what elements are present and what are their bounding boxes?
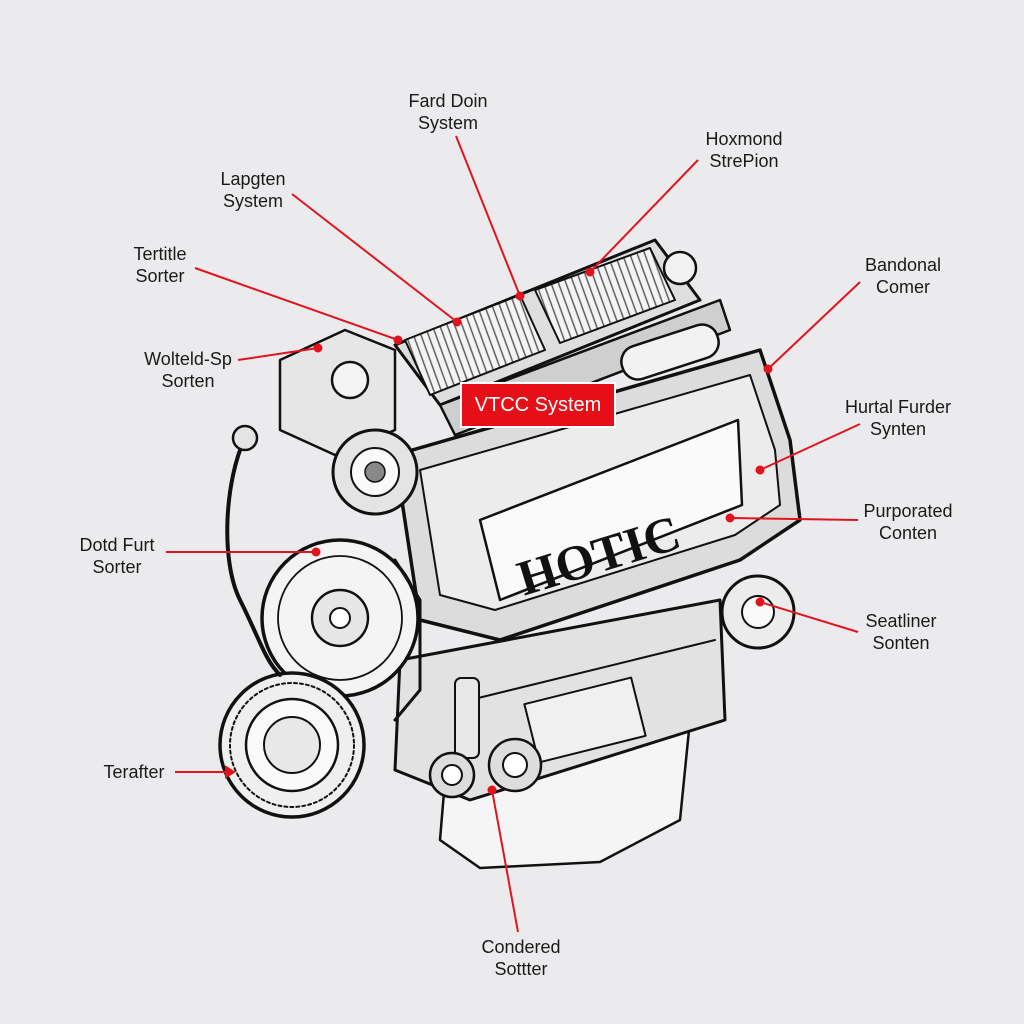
engine-illustration: HOTIC xyxy=(218,238,802,870)
leader-line xyxy=(767,281,861,370)
leader-lines xyxy=(166,135,861,933)
leader-line xyxy=(759,601,859,633)
vtcc-highlight-badge: VTCC System xyxy=(460,382,616,428)
leader-line xyxy=(237,347,319,361)
intake-runners-left xyxy=(404,294,546,396)
label-terafter: Terafter xyxy=(103,762,165,782)
leader-line xyxy=(729,517,859,521)
leader-line xyxy=(455,135,521,297)
leader-line xyxy=(194,267,399,341)
leader-line xyxy=(759,423,861,471)
leader-line xyxy=(291,193,458,323)
leader-line xyxy=(589,159,699,273)
logo-plate xyxy=(478,418,744,602)
block-bracket xyxy=(523,676,647,764)
coolant-hose xyxy=(225,436,282,677)
intake-runners-right xyxy=(534,247,676,344)
leader-line xyxy=(491,789,519,933)
